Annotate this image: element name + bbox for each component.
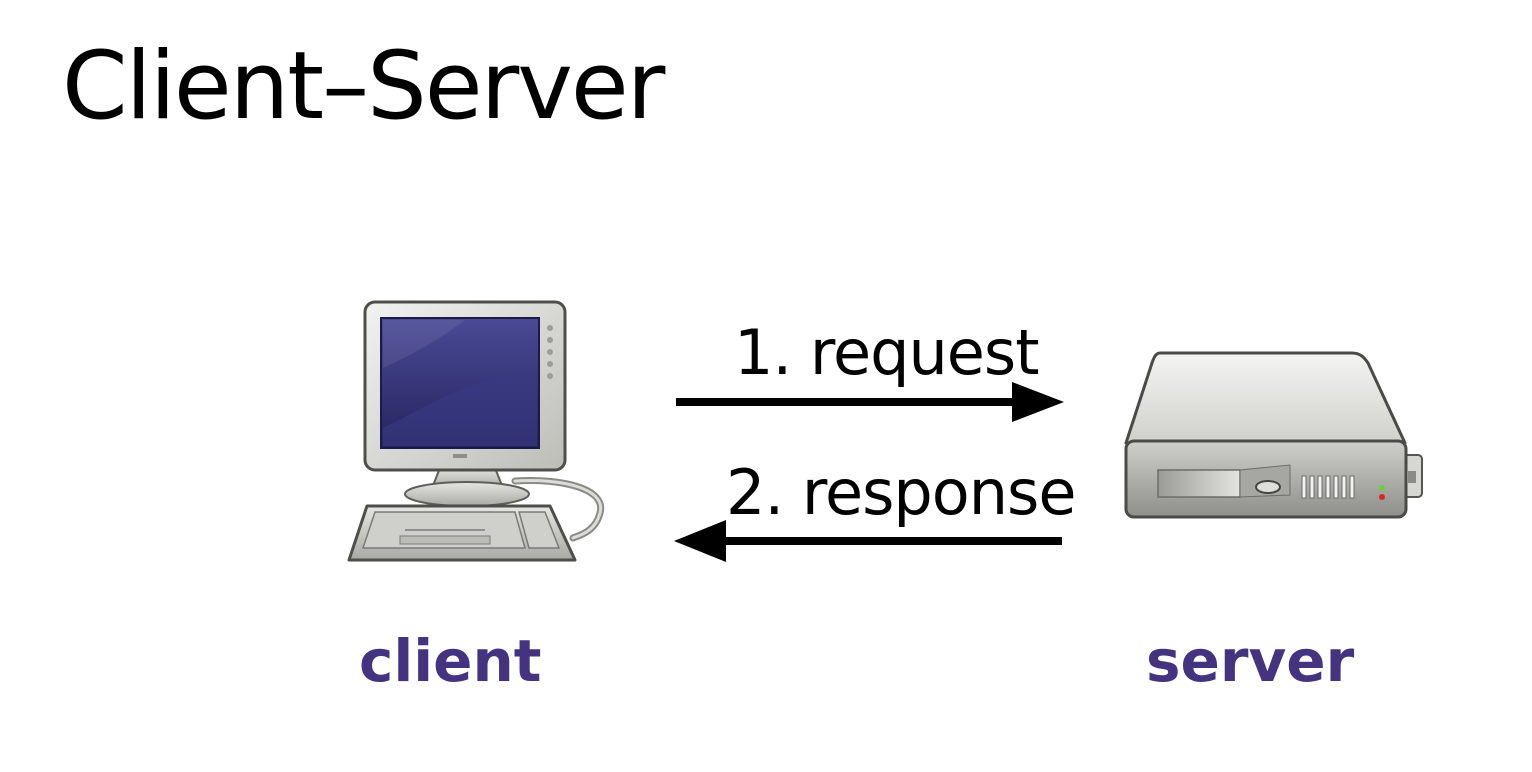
page-title: Client–Server xyxy=(62,32,665,141)
server-icon xyxy=(1124,351,1423,519)
request-label: 1. request xyxy=(734,316,1040,389)
request-arrow xyxy=(676,382,1064,422)
client-label: client xyxy=(359,627,542,695)
response-arrow xyxy=(674,520,1062,562)
desktop-computer-icon xyxy=(347,300,605,562)
server-label: server xyxy=(1146,627,1355,695)
response-label: 2. response xyxy=(726,456,1076,529)
